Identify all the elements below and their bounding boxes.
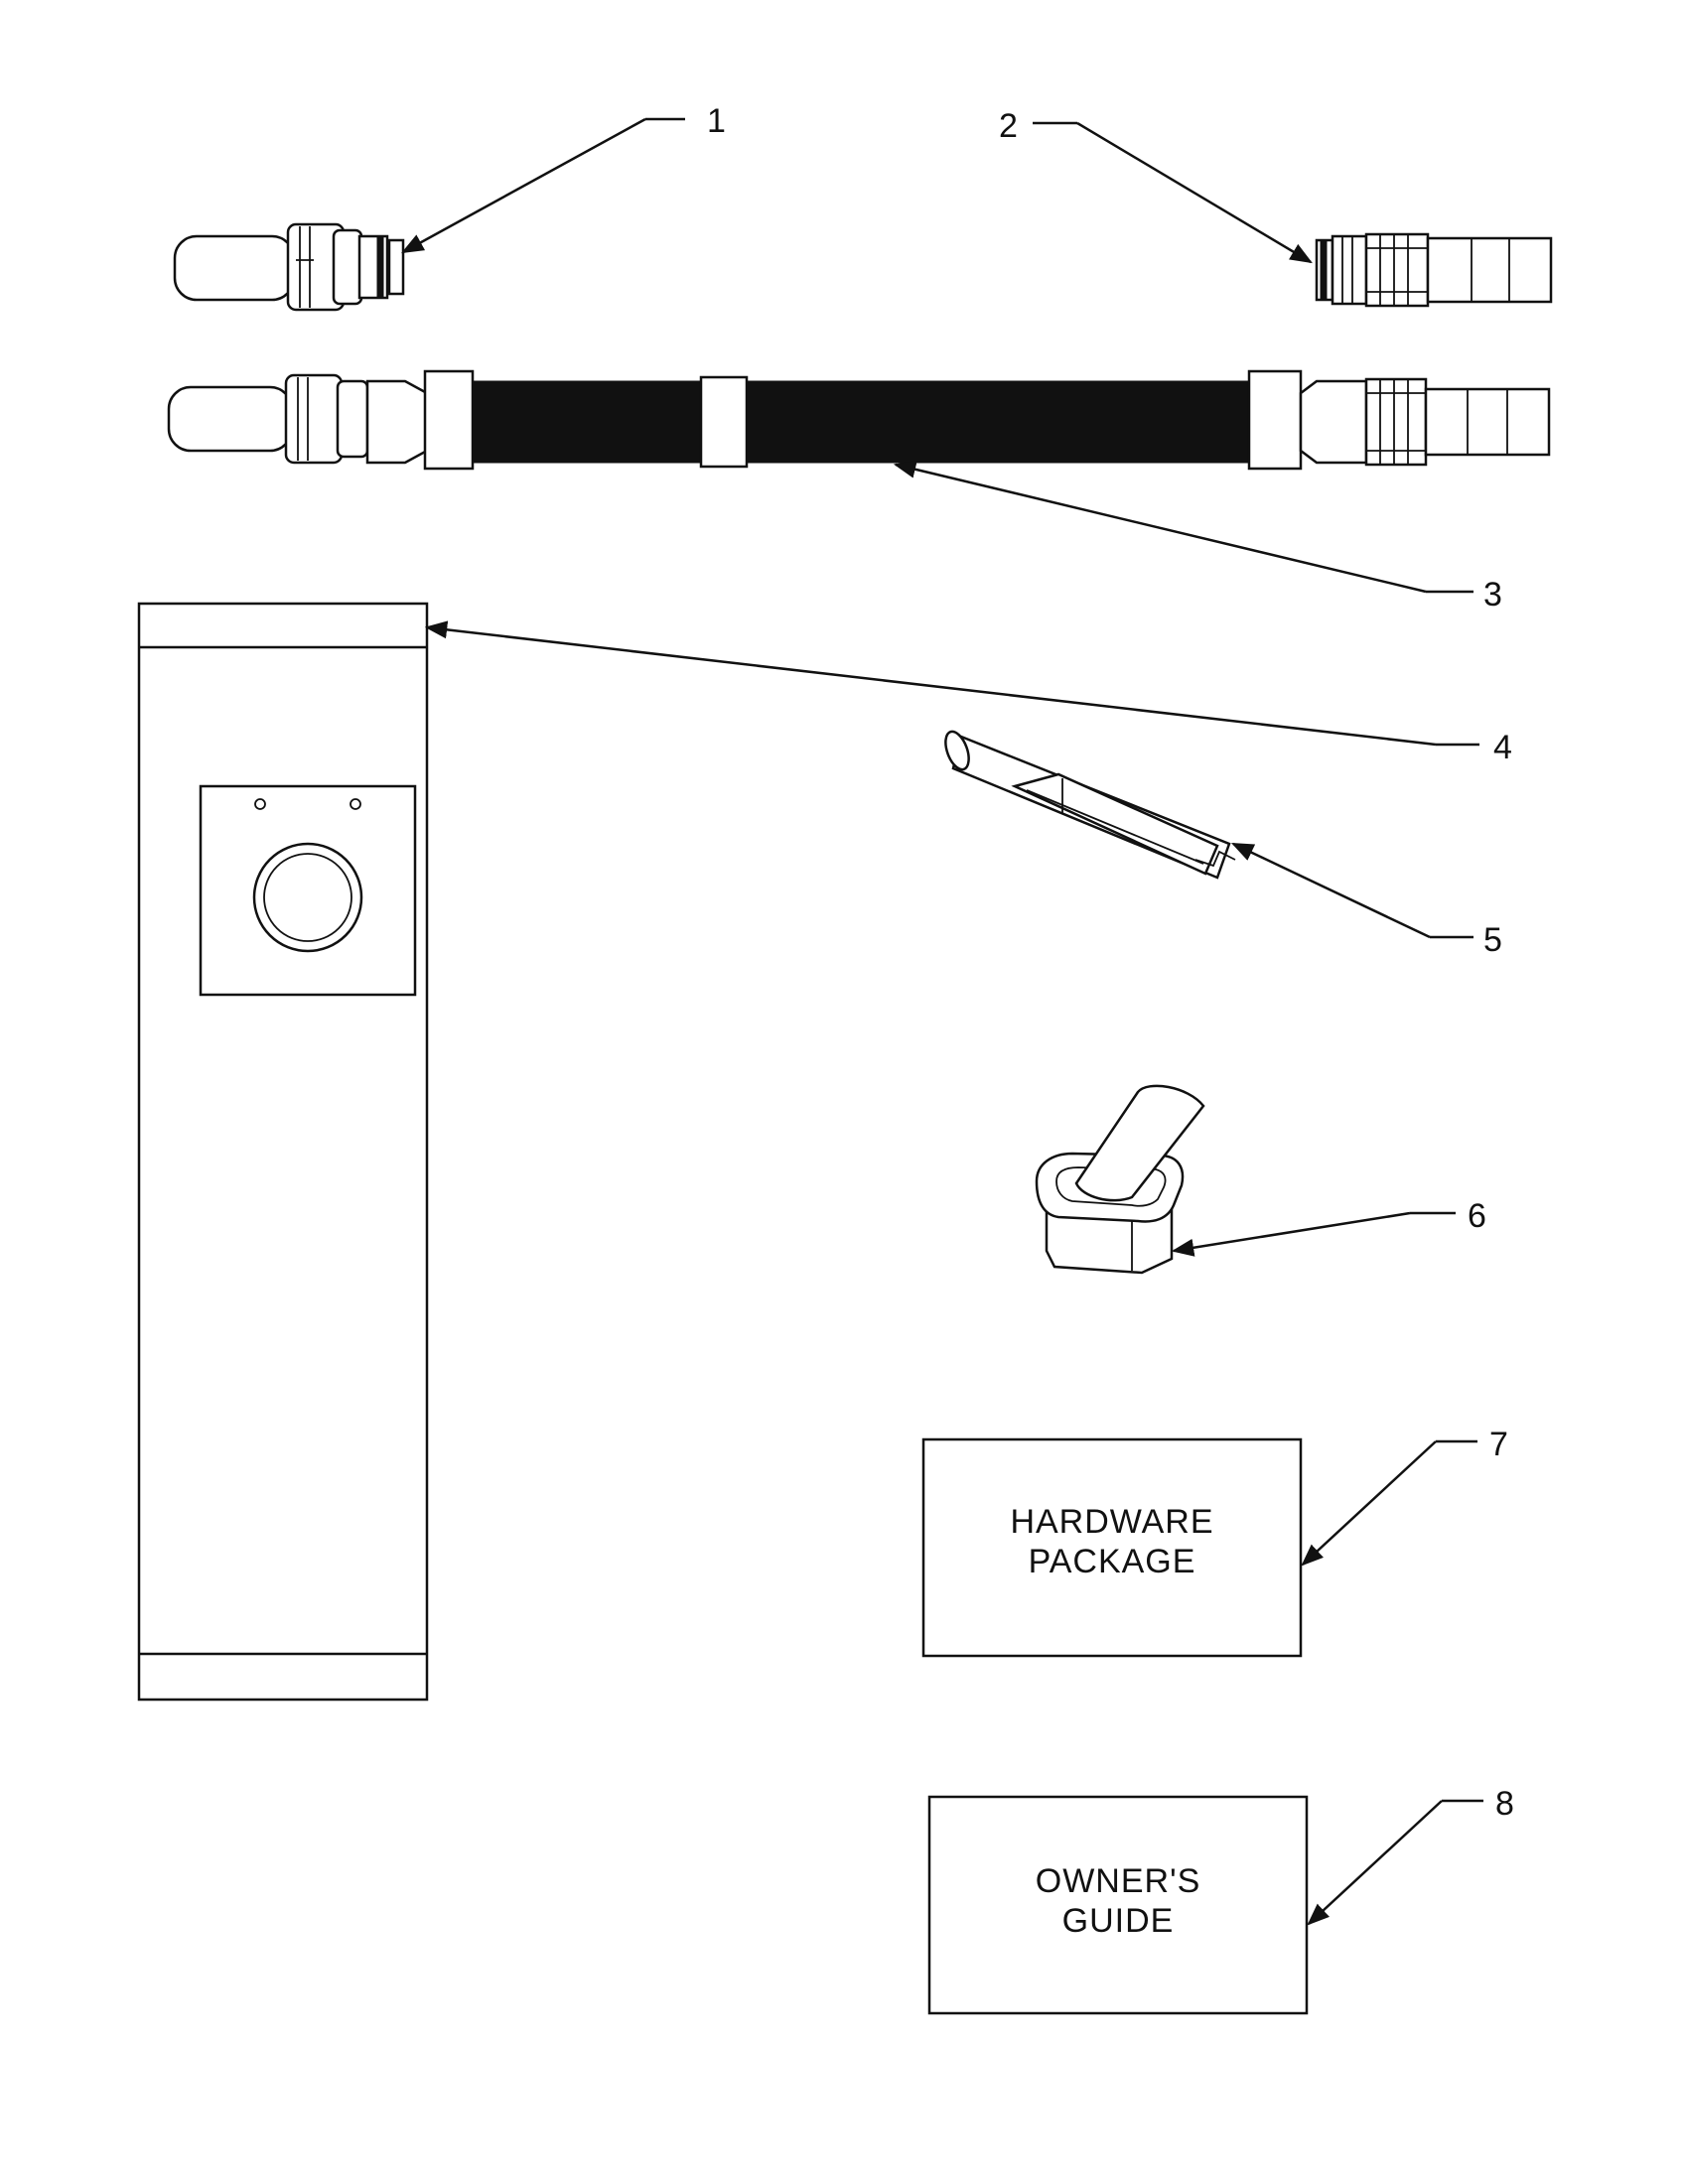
callout-7: 7 (1489, 1426, 1508, 1463)
callout-1: 1 (707, 102, 726, 140)
callout-3: 3 (1483, 576, 1502, 614)
hose-swivel-icon (1315, 232, 1553, 308)
owners-guide-line1: OWNER'S (1036, 1862, 1201, 1900)
leader-line-2 (1076, 121, 1313, 264)
owners-guide-box: OWNER'S GUIDE (927, 1795, 1309, 2015)
hardware-package-line1: HARDWARE (1010, 1503, 1213, 1541)
callout-8: 8 (1495, 1785, 1514, 1823)
leader-line-4 (424, 620, 1437, 747)
upholstery-nozzle-icon (1035, 1084, 1205, 1275)
callout-4: 4 (1493, 729, 1512, 766)
leader-line-5 (1230, 842, 1431, 939)
hardware-package-line2: PACKAGE (1029, 1543, 1196, 1580)
callout-5: 5 (1483, 921, 1502, 959)
leader-line-7 (1301, 1440, 1437, 1567)
hardware-package-box: HARDWARE PACKAGE (921, 1437, 1303, 1658)
callout-2: 2 (999, 107, 1018, 145)
crevice-tool-icon (944, 730, 1236, 880)
leader-line-6 (1171, 1211, 1411, 1257)
leader-line-1 (401, 117, 646, 254)
owners-guide-line2: GUIDE (1062, 1902, 1175, 1940)
hose-cuff-icon (173, 222, 405, 312)
filter-bag-icon (137, 602, 429, 1702)
hose-assembly-icon (167, 369, 1551, 471)
leader-line-3 (893, 460, 1427, 594)
leader-line-8 (1307, 1800, 1443, 1926)
callout-6: 6 (1468, 1197, 1486, 1235)
